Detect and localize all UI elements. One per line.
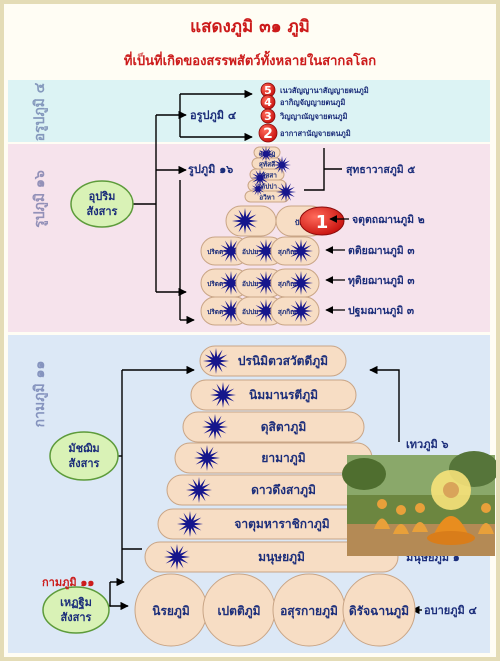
arupa-level-number: 5 [264,84,272,97]
jhana-pill-label: ปริตตา [207,280,227,288]
arupa-level-number: 3 [264,110,272,123]
rupa-star-icon [232,208,258,234]
jhana-pill-label: อัปปมา [242,280,262,288]
rupa-star-icon [254,299,278,323]
suddhavasa-pill-label: สุทัสสา [257,172,277,180]
rupa-star-icon [289,239,313,263]
kama-level-pill [199,345,347,377]
middle-samsara-line1: มัชฌิม [68,442,99,455]
jhana-pill-label: อัปปมา [242,248,262,256]
rupa-group-label: ปฐมฌานภูมิ ๓ [348,305,414,318]
kama-level-pill [190,379,357,411]
suddhavasa-pill-label: อตัปปา [257,183,277,191]
jhana-pill-label: สุภกิณ [278,308,296,316]
page-title: แสดงภูมิ ๓๑ ภูมิ [190,17,310,38]
jhana-pill-label: อัปปมา [242,308,262,316]
jhana-pill-label: สุภกิณ [278,248,296,256]
arupa-band-label: อรูปภูมิ ๔ [32,82,48,141]
kama-level-label: มนุษยภูมิ [258,550,305,565]
rupa-star-icon [219,299,243,323]
kama-level-pill [144,541,399,573]
apaya-level-label: อสุรกายภูมิ [280,604,338,619]
page-subtitle: ที่เป็นที่เกิดของสรรพสัตว์ทั้งหลายในสากล… [124,50,376,69]
rupa-star-icon [289,299,313,323]
rupa-star-icon [273,156,291,174]
jhana-pill-label: สุภกิณ [278,280,296,288]
arupa-levels: 5 เนวสัญญานาสัญญายตนภูมิ 4 อากิญจัญญายตนภูม… [258,82,369,143]
arupa-band [8,80,490,142]
rupa-star-icon [219,271,243,295]
kama-level-label: ดุสิตาภูมิ [261,420,306,435]
upper-samsara-line2: สังสาร [87,205,118,218]
kama-star-icon [164,544,190,570]
rupa-group-label: ตติยฌานภูมิ ๓ [348,245,415,258]
kama-star-icon [202,414,228,440]
rupa-star-icon [219,239,243,263]
rupa-star-icon [276,182,296,202]
upper-connectors [129,89,342,325]
kama-star-icon [177,511,203,537]
thirty-one-realms-diagram: แสดงภูมิ ๓๑ ภูมิ ที่เป็นที่เกิดของสรรพสั… [8,17,496,653]
rupa-band-label: รูปภูมิ ๑๖ [32,170,48,228]
kama-level-label: จาตุมหาราชิกาภูมิ [234,517,329,532]
kama-level-label: นิมมานรตีภูมิ [249,388,318,403]
arupa-level-badge [260,108,276,124]
rupa-star-icon [251,182,265,196]
arupa-level-badge [258,123,278,143]
lower-samsara-line2: สังสาร [61,611,92,624]
arupa-level-number: 4 [264,96,272,109]
rupa-group-label: สุทธาวาสภูมิ ๕ [346,164,415,177]
rupa-pyramid: อกนิฏสุทัสสีสุทัสสาอตัปปาอวิหาปัญ1ปริตตา… [200,146,345,326]
buddha-teaching-painting [342,451,496,556]
rupa-group-labels: สุทธาวาสภูมิ ๕จตุตถฌานภูมิ ๒ตติยฌานภูมิ … [325,164,425,318]
arupa-level-label: อากาสานัญจายตนภูมิ [280,129,351,139]
lower-samsara-line1: เหฏฐิม [60,596,92,610]
rupa-star-icon [254,271,278,295]
kama-band-label: กามภูมิ ๑๑ [32,361,48,428]
kama-apaya-levels: นิรยภูมิ เปตติภูมิ อสุรกายภูมิ ดิรัจฉานภูมิ [134,573,416,647]
kama-branch-label: กามภูมิ ๑๑ [42,576,94,590]
kama-star-icon [186,477,212,503]
jhana-pill-label: ปริตตา [207,248,227,256]
lower-samsara-oval [42,586,110,634]
chatuttha-red-badge [299,206,345,236]
suddhavasa-pill-label: สุทัสสี [259,161,275,169]
kama-level-label: ปรนิมิตวสวัตดีภูมิ [238,354,328,369]
kama-level-pill [182,411,365,443]
chatuttha-red-badge-number: 1 [316,212,329,233]
deva-group-label: เทวภูมิ ๖ [406,438,449,452]
rupa-star-icon [254,239,278,263]
kama-level-label: ยามาภูมิ [261,451,305,466]
suddhavasa-pill-label: อวิหา [259,194,275,202]
apaya-circle [342,573,416,647]
kama-star-icon [194,445,220,471]
apaya-level-label: ดิรัจฉานภูมิ [349,604,409,619]
apaya-group-label: อบายภูมิ ๔ [424,604,478,618]
apaya-level-label: เปตติภูมิ [217,604,260,619]
middle-samsara-line2: สังสาร [69,457,100,470]
jhana-pill-label: ปริตตา [207,308,227,316]
kama-star-icon [210,382,236,408]
kama-star-icon [203,348,229,374]
rupa-star-icon [258,146,274,162]
arupa-level-label: เนวสัญญานาสัญญายตนภูมิ [280,86,369,96]
apaya-level-label: นิรยภูมิ [152,604,190,619]
arupa-level-label: วิญญาณัญจายตนภูมิ [279,112,347,122]
rupa-group-label: จตุตถฌานภูมิ ๒ [352,214,425,227]
rupa-branch-label: รูปภูมิ ๑๖ [188,163,233,177]
kama-deva-levels: ปรนิมิตวสวัตดีภูมินิมมานรตีภูมิดุสิตาภูม… [144,345,399,573]
upper-samsara-line1: อุปริม [89,190,116,204]
kama-level-label: ดาวดึงสาภูมิ [251,483,316,498]
rupa-star-icon [289,271,313,295]
middle-samsara-oval [49,431,119,481]
arupa-branch-label: อรูปภูมิ ๔ [190,109,237,123]
arupa-level-number: 2 [263,126,273,142]
arupa-level-label: อากิญจัญญายตนภูมิ [280,98,345,108]
rupa-group-label: ทุติยฌานภูมิ ๓ [348,275,415,288]
upper-samsara-oval [70,180,134,228]
rupa-star-icon [251,169,269,187]
